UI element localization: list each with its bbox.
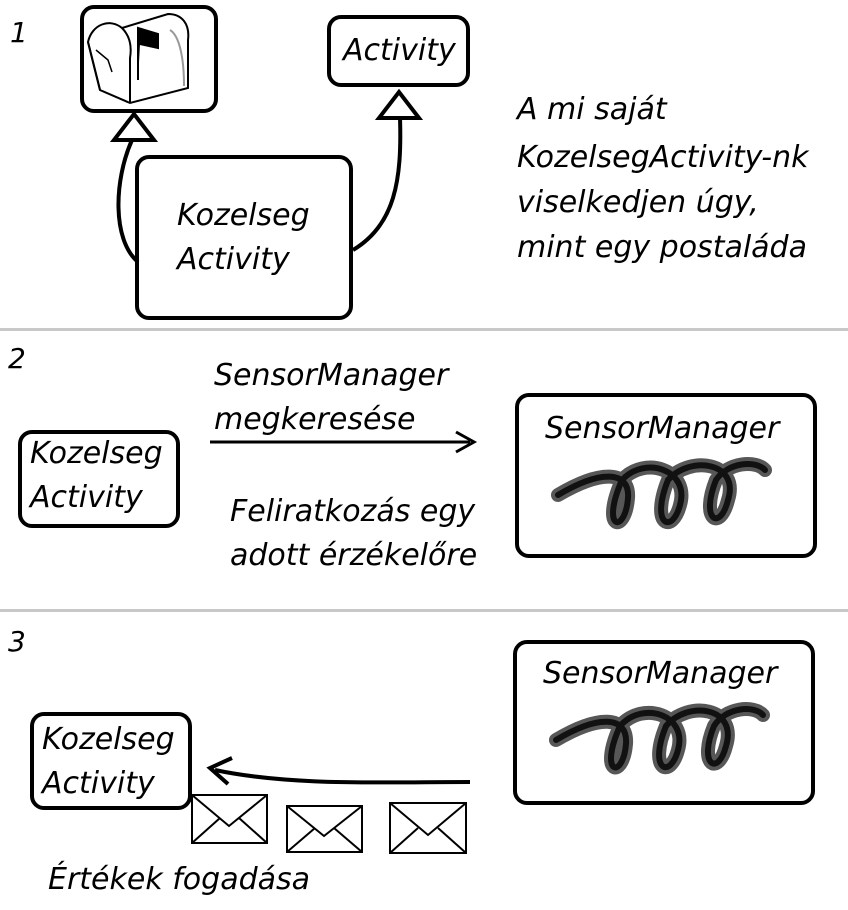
- sensor-manager-label: SensorManager: [545, 411, 780, 446]
- activity-class-label: Activity: [343, 33, 456, 68]
- description-line2: KozelsegActivity-nk: [517, 140, 809, 175]
- kozelseg-activity-label-line1: Kozelseg: [30, 436, 163, 471]
- step-number-3: 3: [8, 625, 26, 658]
- inheritance-arrowhead-activity: [374, 88, 424, 120]
- sensor-coil-icon: [549, 702, 770, 775]
- section-divider-1: [0, 328, 848, 331]
- sensor-manager-label: SensorManager: [543, 656, 778, 691]
- envelope-icon: [286, 805, 363, 853]
- envelope-icon: [389, 802, 467, 854]
- subscribe-label-line1: Feliratkozás egy: [230, 494, 476, 529]
- lookup-label-line2: megkeresése: [214, 402, 416, 437]
- activity-class-box: Activity: [327, 15, 470, 87]
- kozelseg-activity-label-line2: Activity: [42, 766, 155, 801]
- kozelseg-activity-box-3: Kozelseg Activity: [30, 712, 192, 810]
- inheritance-line-mailbox: [116, 139, 140, 264]
- inheritance-arrowhead-mailbox: [109, 110, 159, 142]
- envelope-icon: [191, 794, 268, 844]
- kozelseg-activity-box-1: Kozelseg Activity: [135, 155, 353, 320]
- kozelseg-activity-label-line2: Activity: [177, 242, 290, 277]
- inheritance-line-activity: [351, 117, 403, 252]
- lookup-arrowhead: [455, 430, 478, 454]
- step-number-1: 1: [10, 16, 28, 49]
- receive-arrow-line: [214, 768, 471, 785]
- kozelseg-activity-label-line1: Kozelseg: [177, 198, 310, 233]
- sensor-coil-icon: [551, 457, 772, 530]
- description-line4: mint egy postaláda: [517, 230, 807, 265]
- step-number-2: 2: [8, 342, 26, 375]
- kozelseg-activity-box-2: Kozelseg Activity: [18, 430, 180, 528]
- receive-arrowhead: [206, 756, 233, 786]
- description-line3: viselkedjen úgy,: [517, 185, 759, 220]
- kozelseg-activity-label-line1: Kozelseg: [42, 722, 175, 757]
- lookup-label-line1: SensorManager: [214, 358, 449, 393]
- mailbox-icon: [86, 12, 190, 105]
- kozelseg-activity-label-line2: Activity: [30, 480, 143, 515]
- subscribe-label-line2: adott érzékelőre: [230, 538, 478, 573]
- section-divider-2: [0, 609, 848, 612]
- receive-values-label: Értékek fogadása: [48, 862, 311, 897]
- description-line1: A mi saját: [517, 92, 667, 127]
